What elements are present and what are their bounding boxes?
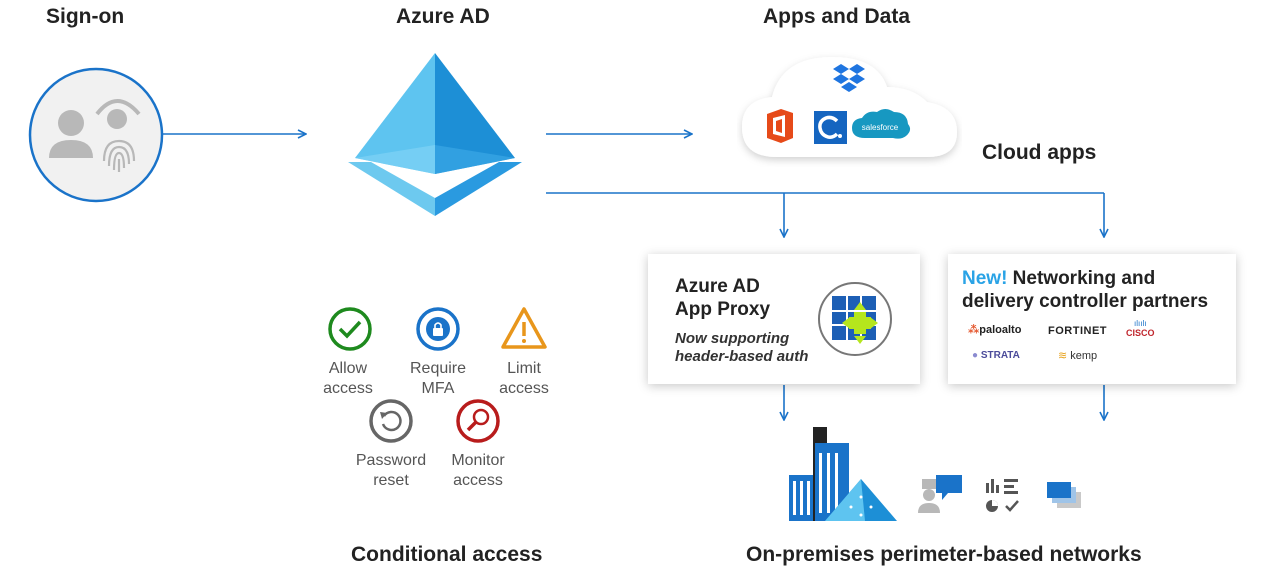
buildings-icon bbox=[789, 427, 897, 521]
partners-title: New! Networking and delivery controller … bbox=[962, 268, 1209, 312]
cisco-logo: ılıılı CISCO bbox=[1126, 319, 1155, 339]
office-icon bbox=[767, 109, 793, 143]
conditional-access-label: Conditional access bbox=[351, 543, 543, 566]
salesforce-icon: salesforce bbox=[852, 109, 911, 139]
apps-data-header: Apps and Data bbox=[763, 5, 911, 28]
partners-card: New! Networking and delivery controller … bbox=[948, 254, 1236, 384]
kemp-logo: ≋ kemp bbox=[1058, 350, 1098, 362]
app-proxy-subtitle: Now supporting header-based auth bbox=[675, 330, 809, 365]
new-badge: New! bbox=[962, 268, 1008, 289]
chat-user-icon bbox=[918, 475, 962, 513]
allow-access-icon bbox=[328, 307, 372, 351]
strata-logo: ● STRATA bbox=[972, 350, 1020, 361]
password-reset-icon bbox=[369, 399, 413, 443]
app-proxy-icon bbox=[818, 282, 892, 356]
dropbox-icon bbox=[833, 64, 865, 92]
app-proxy-title: Azure AD App Proxy bbox=[675, 276, 771, 320]
c-app-icon bbox=[814, 111, 847, 144]
windows-stack-icon bbox=[1047, 482, 1081, 508]
azure-ad-logo-icon bbox=[348, 53, 522, 216]
fortinet-logo: FORTINET bbox=[1048, 325, 1107, 337]
app-proxy-card: Azure AD App Proxy Now supporting header… bbox=[648, 254, 920, 384]
limit-access-icon bbox=[501, 307, 547, 349]
signon-user-icon bbox=[28, 67, 164, 203]
monitor-access-icon bbox=[456, 399, 500, 443]
analytics-icon bbox=[986, 479, 1019, 512]
require-mfa-icon bbox=[416, 307, 460, 351]
paloalto-logo: ⁂paloalto bbox=[968, 324, 1022, 336]
azure-ad-header: Azure AD bbox=[396, 5, 490, 28]
cloud-apps-label: Cloud apps bbox=[982, 141, 1097, 164]
signon-header: Sign-on bbox=[46, 5, 125, 28]
svg-text:salesforce: salesforce bbox=[862, 123, 899, 132]
cloud-apps-icon: salesforce bbox=[742, 57, 957, 157]
onprem-networks-label: On-premises perimeter-based networks bbox=[746, 543, 1142, 566]
